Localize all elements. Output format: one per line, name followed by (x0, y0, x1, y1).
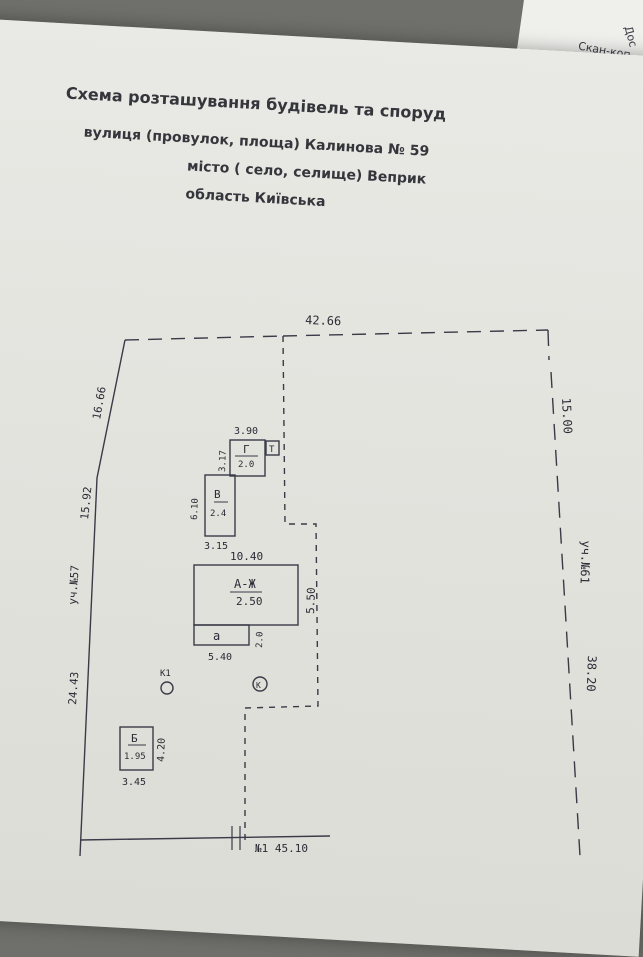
label-b-depth: 4.20 (156, 738, 168, 762)
label-right-lower: 38.20 (584, 655, 599, 692)
boundary-top (124, 329, 549, 341)
label-right-upper: 15.00 (559, 397, 575, 434)
label-top-length: 42.66 (305, 313, 342, 328)
label-bottom: №1 45.10 (255, 842, 308, 855)
label-left-neighbor: уч.№57 (66, 565, 82, 606)
label-a-height: 2.50 (236, 595, 263, 608)
label-g-height: 2.0 (238, 460, 254, 470)
label-well-k: К (256, 681, 261, 690)
label-left-upper: 16.66 (90, 386, 109, 421)
well-k-icon (252, 676, 268, 692)
label-a: А-Ж (234, 577, 256, 591)
inner-path (244, 335, 319, 840)
boundary-bottom (79, 835, 331, 841)
label-porch-depth: 2.0 (255, 632, 266, 649)
label-g-depth: 3.17 (218, 450, 229, 472)
label-porch-width: 5.40 (208, 652, 232, 663)
label-t: Т (269, 445, 275, 455)
label-b-width: 3.45 (122, 777, 146, 788)
label-v-depth: 6.10 (190, 498, 201, 520)
label-v-width: 3.15 (204, 541, 228, 552)
boundary-right (547, 329, 581, 856)
building-t (265, 440, 280, 456)
label-g-width: 3.90 (234, 426, 258, 437)
building-v (204, 474, 236, 537)
label-left-middle: 15.92 (78, 486, 94, 520)
site-plan: 42.66 16.66 15.92 уч.№57 24.43 15.00 уч.… (66, 313, 599, 856)
label-a-width: 10.40 (230, 550, 263, 563)
label-porch: а (213, 629, 220, 643)
building-porch (193, 624, 250, 646)
label-v-height: 2.4 (210, 509, 226, 519)
label-b: Б (131, 732, 138, 745)
label-b-height: 1.95 (124, 752, 146, 762)
label-v: В (214, 488, 221, 501)
boundary-left (79, 339, 126, 856)
label-left-lower: 24.43 (66, 671, 81, 705)
label-g: Г (243, 443, 250, 456)
label-a-depth: 5.50 (304, 587, 318, 614)
well-k1-icon (160, 681, 174, 695)
label-well-k1: К1 (160, 669, 171, 679)
label-right-neighbor: уч.№61 (577, 540, 593, 584)
building-b (119, 726, 154, 771)
building-g (229, 439, 266, 477)
